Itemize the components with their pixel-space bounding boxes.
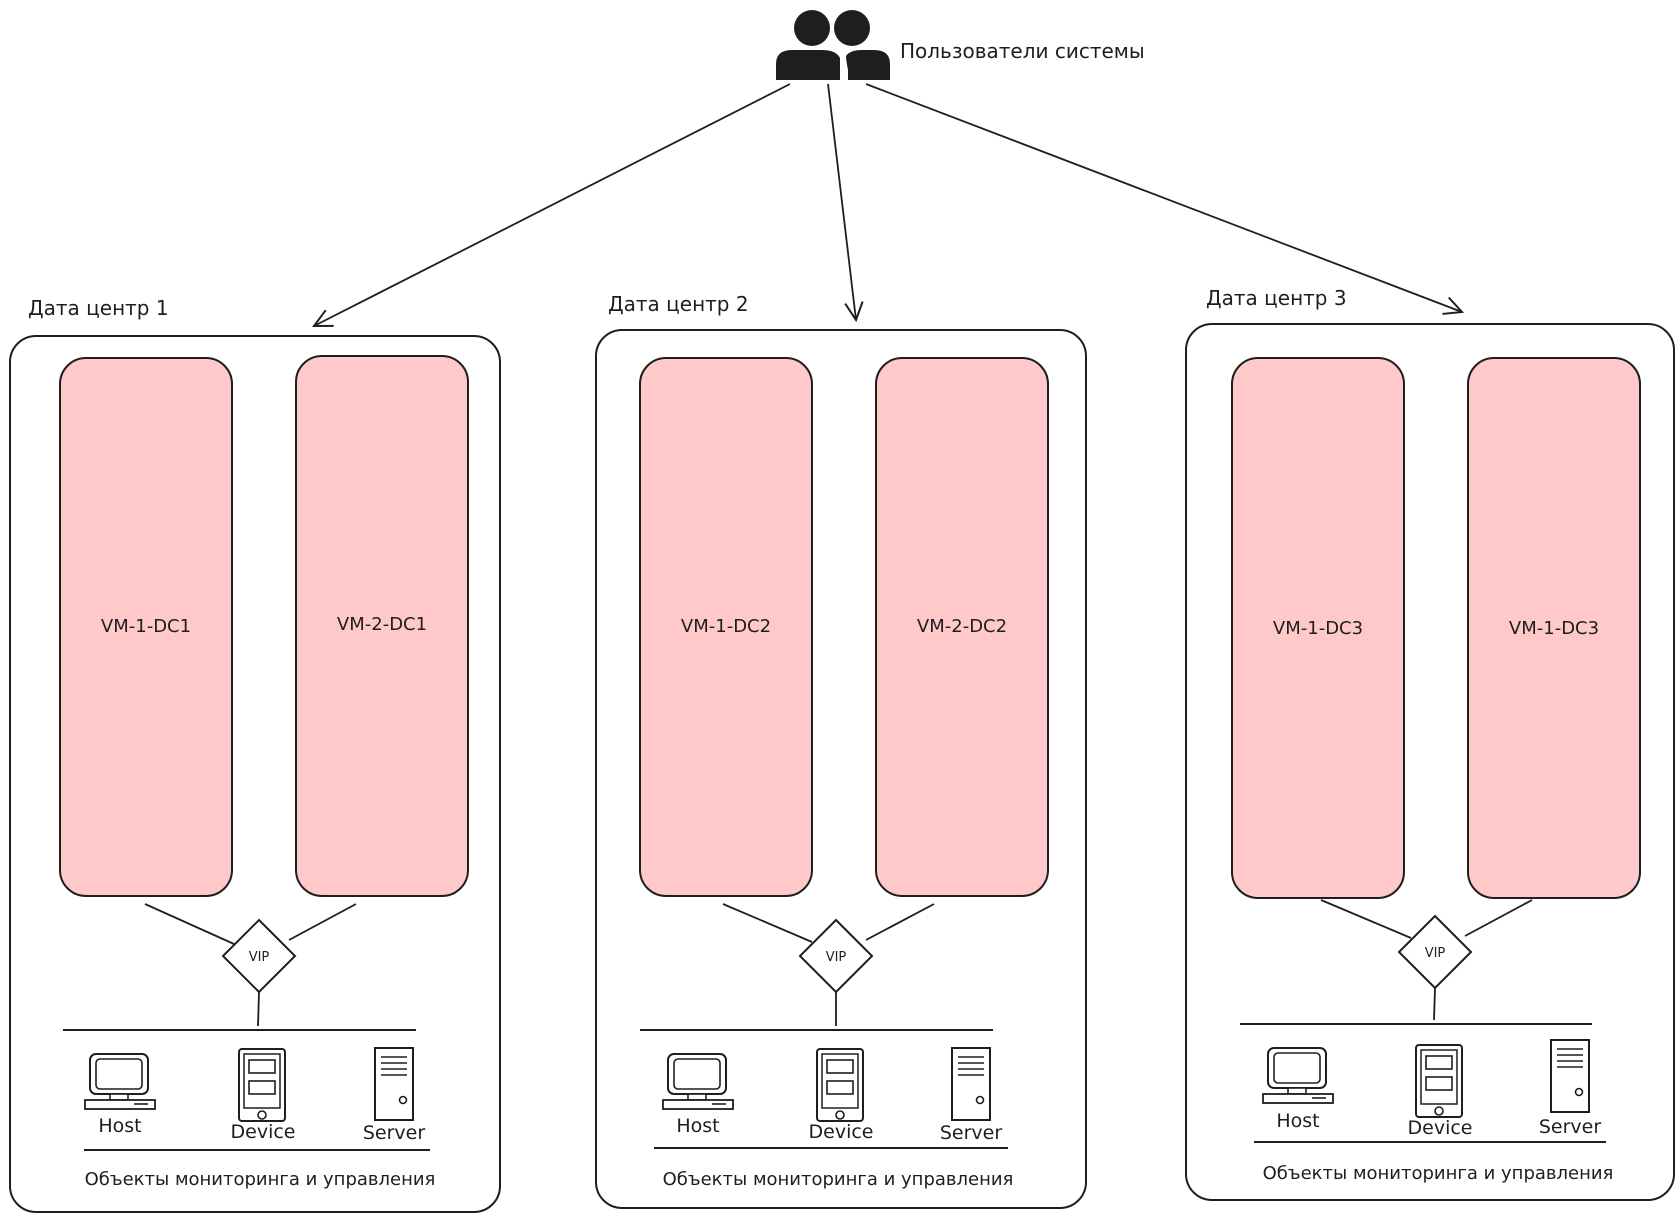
vm-1-dc2 bbox=[639, 357, 813, 897]
vm-2-dc3 bbox=[1467, 357, 1641, 899]
datacenter-3-title: Дата центр 3 bbox=[1206, 286, 1347, 310]
arrow-to-dc3 bbox=[865, 83, 1462, 312]
host-icon bbox=[84, 1053, 156, 1110]
datacenter-2-footer: Объекты мониторинга и управления bbox=[663, 1169, 1014, 1190]
vm-2-dc1 bbox=[295, 355, 469, 897]
vm-2-dc3-label: VM-1-DC3 bbox=[1509, 618, 1599, 639]
host-icon bbox=[662, 1053, 734, 1110]
arrow-to-dc2 bbox=[827, 83, 856, 320]
users-icon bbox=[776, 10, 890, 80]
vip-2-label: VIP bbox=[826, 950, 847, 965]
server-icon bbox=[374, 1047, 414, 1121]
users-label: Пользователи системы bbox=[900, 39, 1145, 63]
vm-1-dc2-label: VM-1-DC2 bbox=[681, 616, 771, 637]
datacenter-2-title: Дата центр 2 bbox=[608, 292, 749, 316]
dc1-host-label: Host bbox=[98, 1115, 141, 1137]
vm-1-dc3 bbox=[1231, 357, 1405, 899]
vm-1-dc1-label: VM-1-DC1 bbox=[101, 616, 191, 637]
vm-1-dc1 bbox=[59, 357, 233, 897]
dc1-device-label: Device bbox=[231, 1121, 296, 1143]
dc3-server-label: Server bbox=[1539, 1116, 1601, 1138]
server-icon bbox=[1550, 1039, 1590, 1113]
vm-2-dc1-label: VM-2-DC1 bbox=[337, 614, 427, 635]
dc2-device-label: Device bbox=[809, 1121, 874, 1143]
dc3-host-label: Host bbox=[1276, 1110, 1319, 1132]
datacenter-3: Дата центр 3 VM-1-DC3 VM-1-DC3 VIP Host … bbox=[1185, 286, 1675, 1201]
dc2-host-label: Host bbox=[676, 1115, 719, 1137]
host-icon bbox=[1262, 1047, 1334, 1104]
dc3-device-label: Device bbox=[1408, 1117, 1473, 1139]
datacenter-1: Дата центр 1 VM-1-DC1 VM-2-DC1 VIP Host … bbox=[9, 296, 501, 1213]
datacenter-3-footer: Объекты мониторинга и управления bbox=[1263, 1163, 1614, 1184]
device-icon bbox=[238, 1048, 286, 1122]
vip-3-label: VIP bbox=[1425, 946, 1446, 961]
arrow-to-dc1 bbox=[314, 83, 791, 326]
vip-1-label: VIP bbox=[249, 950, 270, 965]
dc2-server-label: Server bbox=[940, 1122, 1002, 1144]
vm-2-dc2-label: VM-2-DC2 bbox=[917, 616, 1007, 637]
datacenter-1-footer: Объекты мониторинга и управления bbox=[85, 1169, 436, 1190]
datacenter-2: Дата центр 2 VM-1-DC2 VM-2-DC2 VIP Host … bbox=[595, 292, 1087, 1209]
server-icon bbox=[951, 1047, 991, 1121]
connections bbox=[314, 83, 1462, 326]
device-icon bbox=[816, 1048, 864, 1122]
vm-1-dc3-label: VM-1-DC3 bbox=[1273, 618, 1363, 639]
device-icon bbox=[1415, 1044, 1463, 1118]
dc1-server-label: Server bbox=[363, 1122, 425, 1144]
datacenter-1-title: Дата центр 1 bbox=[28, 296, 169, 320]
vm-2-dc2 bbox=[875, 357, 1049, 897]
